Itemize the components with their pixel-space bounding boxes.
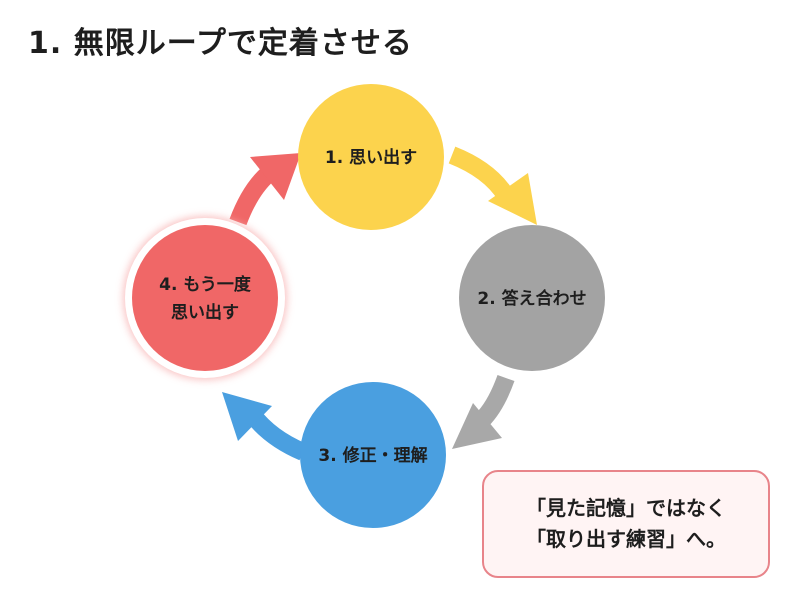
- arrow-step4-to-step1: [229, 153, 301, 226]
- step-4-label-line2: 思い出す: [171, 302, 239, 323]
- step-2-node: 2. 答え合わせ: [459, 225, 605, 371]
- callout-box: 「見た記憶」ではなく 「取り出す練習」へ。: [482, 470, 770, 578]
- callout-line-2: 「取り出す練習」へ。: [526, 527, 726, 551]
- arrow-step2-to-step3: [452, 374, 515, 449]
- page-title: 1. 無限ループで定着させる: [28, 26, 413, 61]
- step-2-label: 2. 答え合わせ: [477, 288, 586, 309]
- step-1-label: 1. 思い出す: [325, 147, 417, 168]
- arrow-step1-to-step2: [448, 146, 537, 225]
- callout-line-1: 「見た記憶」ではなく: [526, 496, 726, 520]
- arrow-step3-to-step4: [222, 392, 307, 461]
- step-1-node: 1. 思い出す: [298, 84, 444, 230]
- step-4-label-line1: 4. もう一度: [159, 274, 252, 295]
- step-4-node: 4. もう一度 思い出す: [123, 216, 287, 380]
- step-3-label: 3. 修正・理解: [318, 445, 427, 466]
- step-3-node: 3. 修正・理解: [300, 382, 446, 528]
